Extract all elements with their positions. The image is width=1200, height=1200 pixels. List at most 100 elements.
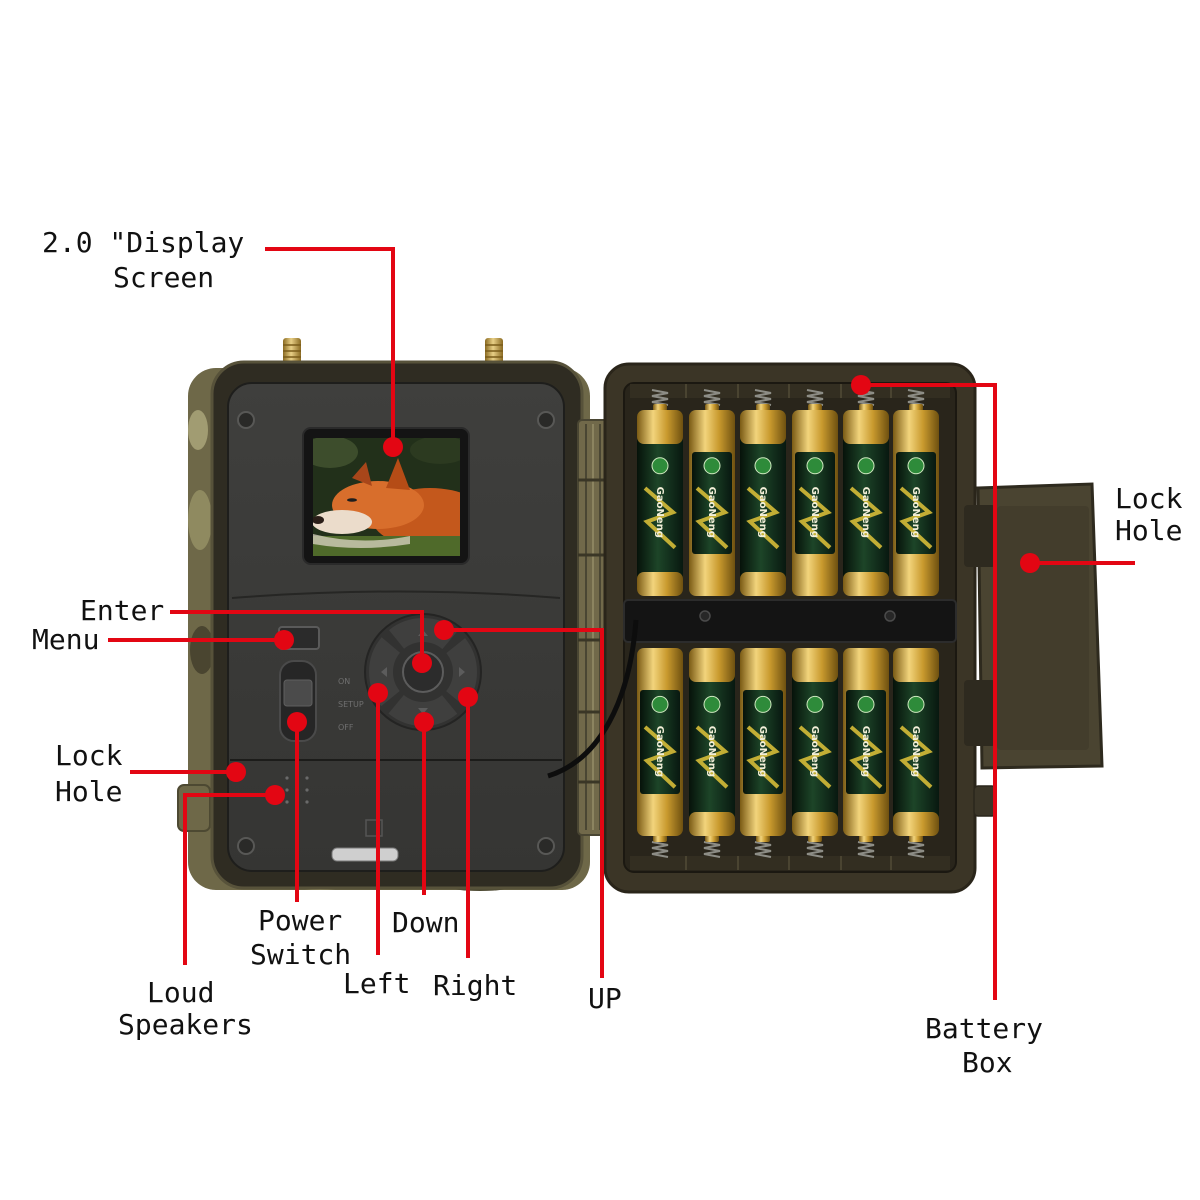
label-speakers-line1: Loud <box>147 976 214 1009</box>
panel-seam <box>231 590 561 599</box>
battery-spring <box>651 389 669 406</box>
battery-brand: GaoNeng <box>654 726 665 777</box>
battery-cap <box>893 648 939 682</box>
label-enter: Enter <box>80 594 164 627</box>
label-lock-right-line2: Hole <box>1115 514 1182 547</box>
callout-dot-right <box>458 687 478 707</box>
battery-terminal <box>808 835 822 842</box>
battery-terminal <box>653 404 667 411</box>
battery-spring <box>857 841 875 858</box>
battery: GaoNeng <box>740 389 786 596</box>
strap-screw <box>884 610 896 622</box>
battery-seal <box>703 457 721 475</box>
battery-cap <box>689 812 735 836</box>
callout-dot-left <box>368 683 388 703</box>
battery-cap <box>843 410 889 444</box>
battery-spring <box>907 389 925 406</box>
battery-terminal <box>653 835 667 842</box>
battery-seal <box>651 695 669 713</box>
callout-dot-enter <box>412 653 432 673</box>
battery-stripe <box>695 486 729 550</box>
latch-clip <box>973 785 997 817</box>
battery-spring <box>907 841 925 858</box>
left-arrow-icon <box>381 667 387 677</box>
battery-cable <box>547 619 639 779</box>
battery-cap <box>792 648 838 682</box>
label-down: Down <box>392 906 459 939</box>
battery-stripe <box>899 486 933 550</box>
battery-stripe <box>899 725 933 789</box>
label-speakers-line2: Speakers <box>118 1008 253 1041</box>
camo-spot <box>188 490 212 550</box>
battery-seal <box>754 457 772 475</box>
battery-cap <box>689 648 735 682</box>
callout-dot-display <box>383 437 403 457</box>
battery: GaoNeng <box>740 648 786 858</box>
battery-brand: GaoNeng <box>706 487 717 538</box>
side-clip <box>177 784 211 832</box>
battery-spring <box>651 841 669 858</box>
label-up: UP <box>588 982 622 1015</box>
battery-stripe <box>849 486 883 550</box>
switch-label-on: ON <box>338 677 350 686</box>
battery-stripe <box>798 725 832 789</box>
screw <box>237 411 255 429</box>
battery-terminal <box>909 404 923 411</box>
battery-brand: GaoNeng <box>809 726 820 777</box>
label-battery-line1: Battery <box>925 1012 1043 1045</box>
callout-dot-battery <box>851 375 871 395</box>
latch-hinge <box>964 680 996 746</box>
label-lock-left-line1: Lock <box>55 739 123 772</box>
battery-seal <box>806 695 824 713</box>
callout-line-enter <box>170 610 424 663</box>
battery: GaoNeng <box>792 389 838 596</box>
battery-spring <box>703 841 721 858</box>
power-switch-slider <box>283 679 313 707</box>
right-arrow-icon <box>459 667 465 677</box>
battery-cap <box>792 812 838 836</box>
battery-cap <box>893 812 939 836</box>
battery-brand: GaoNeng <box>910 726 921 777</box>
battery-seal <box>806 457 824 475</box>
callout-line-speakers <box>183 793 275 965</box>
battery-stripe <box>746 486 780 550</box>
battery-seal <box>857 457 875 475</box>
antenna-left <box>283 338 301 366</box>
battery: GaoNeng <box>689 389 735 596</box>
battery-brand: GaoNeng <box>757 726 768 777</box>
battery: GaoNeng <box>637 648 683 858</box>
label-menu: Menu <box>32 623 99 656</box>
battery-stripe <box>695 725 729 789</box>
battery-stripe <box>643 486 677 550</box>
battery-cap <box>843 572 889 596</box>
switch-label-setup: SETUP <box>338 700 364 709</box>
battery: GaoNeng <box>843 648 889 858</box>
battery-brand: GaoNeng <box>910 487 921 538</box>
battery-brand: GaoNeng <box>860 487 871 538</box>
callout-dot-up <box>434 620 454 640</box>
battery-brand: GaoNeng <box>654 487 665 538</box>
battery: GaoNeng <box>689 648 735 858</box>
label-lock-right-line1: Lock <box>1115 482 1183 515</box>
callout-dot-menu <box>274 630 294 650</box>
battery: GaoNeng <box>843 389 889 596</box>
battery-seal <box>907 457 925 475</box>
battery-brand: GaoNeng <box>860 726 871 777</box>
screw <box>537 411 555 429</box>
battery: GaoNeng <box>893 648 939 858</box>
battery-stripe <box>849 725 883 789</box>
battery-stripe <box>643 725 677 789</box>
switch-label-off: OFF <box>338 723 354 732</box>
screw <box>237 837 255 855</box>
battery-spring <box>754 841 772 858</box>
battery-terminal <box>859 404 873 411</box>
label-left: Left <box>343 967 410 1000</box>
battery: GaoNeng <box>637 389 683 596</box>
battery-terminal <box>705 835 719 842</box>
battery-terminal <box>756 835 770 842</box>
battery-seal <box>651 457 669 475</box>
battery-brand: GaoNeng <box>757 487 768 538</box>
battery-seal <box>907 695 925 713</box>
battery-cap <box>637 410 683 444</box>
